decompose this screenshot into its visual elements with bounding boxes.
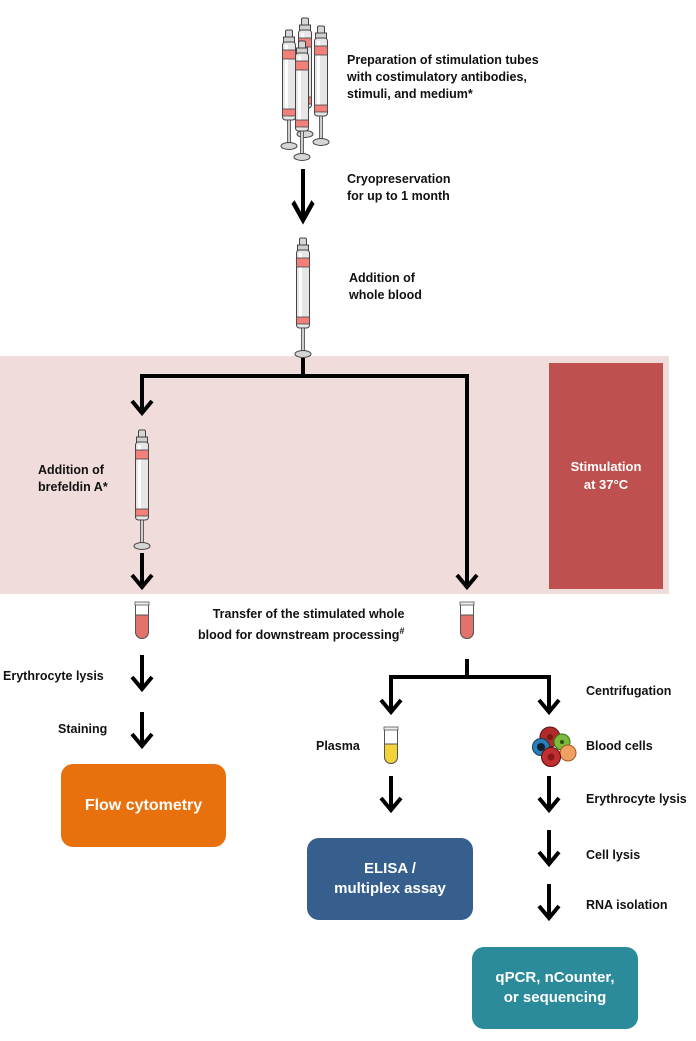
syringe-icon	[312, 25, 330, 146]
arrow-down-icon	[379, 774, 403, 812]
arrow-down-icon	[130, 710, 154, 748]
flow-cytometry-label: Flow cytometry	[84, 796, 203, 814]
flow-cytometry-box: Flow cytometry	[61, 764, 226, 847]
blood-cells-icon	[532, 726, 577, 767]
syringe-icon	[293, 40, 311, 161]
staining-label: Staining	[58, 722, 108, 736]
transfer-footnote-mark: #	[399, 626, 405, 636]
arrow-down-icon	[293, 169, 313, 220]
blood-tube-icon	[459, 601, 475, 639]
rna-isolation-label: RNA isolation	[586, 898, 668, 912]
cryopreservation-label: Cryopreservation for up to 1 month	[347, 172, 451, 203]
preparation-label: Preparation of stimulation tubes with co…	[347, 53, 539, 101]
branch-connector	[130, 358, 479, 591]
elisa-label-line2: multiplex assay	[334, 880, 446, 897]
syringe-icon	[280, 29, 298, 150]
addition-brefeldin-label: Addition of brefeldin A*	[38, 463, 108, 494]
qpcr-box: qPCR, nCounter, or sequencing	[472, 947, 638, 1029]
qpcr-label-line2: or sequencing	[503, 989, 607, 1006]
syringe-stack-icon	[280, 17, 330, 161]
addition-blood-label: Addition of whole blood	[349, 271, 422, 302]
arrow-down-icon	[130, 653, 154, 691]
cell-lysis-label: Cell lysis	[586, 848, 641, 862]
arrow-down-icon	[130, 551, 154, 589]
blood-tube-icon	[134, 601, 150, 639]
transfer-label-line2: blood for downstream processing	[198, 628, 400, 643]
arrow-down-icon	[537, 828, 561, 866]
elisa-label-line1: ELISA /	[364, 860, 416, 877]
qpcr-label-line1: qPCR, nCounter,	[495, 969, 615, 986]
arrow-down-icon	[537, 774, 561, 812]
arrow-down-icon	[537, 882, 561, 920]
syringe-icon	[294, 237, 312, 358]
transfer-label: Transfer of the stimulated whole blood f…	[198, 607, 405, 643]
centrifugation-label: Centrifugation	[586, 684, 672, 698]
split-connector	[379, 659, 561, 716]
plasma-tube-icon	[383, 726, 399, 764]
erythrocyte-lysis-left-label: Erythrocyte lysis	[3, 669, 104, 683]
stimulation-label-line2: at 37°C	[583, 477, 629, 492]
stimulation-label-line1: Stimulation	[570, 459, 642, 474]
erythrocyte-lysis-right-label: Erythrocyte lysis	[586, 792, 687, 806]
elisa-box: ELISA / multiplex assay	[307, 838, 473, 920]
blood-cells-label: Blood cells	[586, 739, 653, 753]
stimulation-box: Stimulation at 37°C	[549, 363, 663, 589]
plasma-label: Plasma	[316, 739, 360, 753]
syringe-icon	[133, 429, 151, 550]
